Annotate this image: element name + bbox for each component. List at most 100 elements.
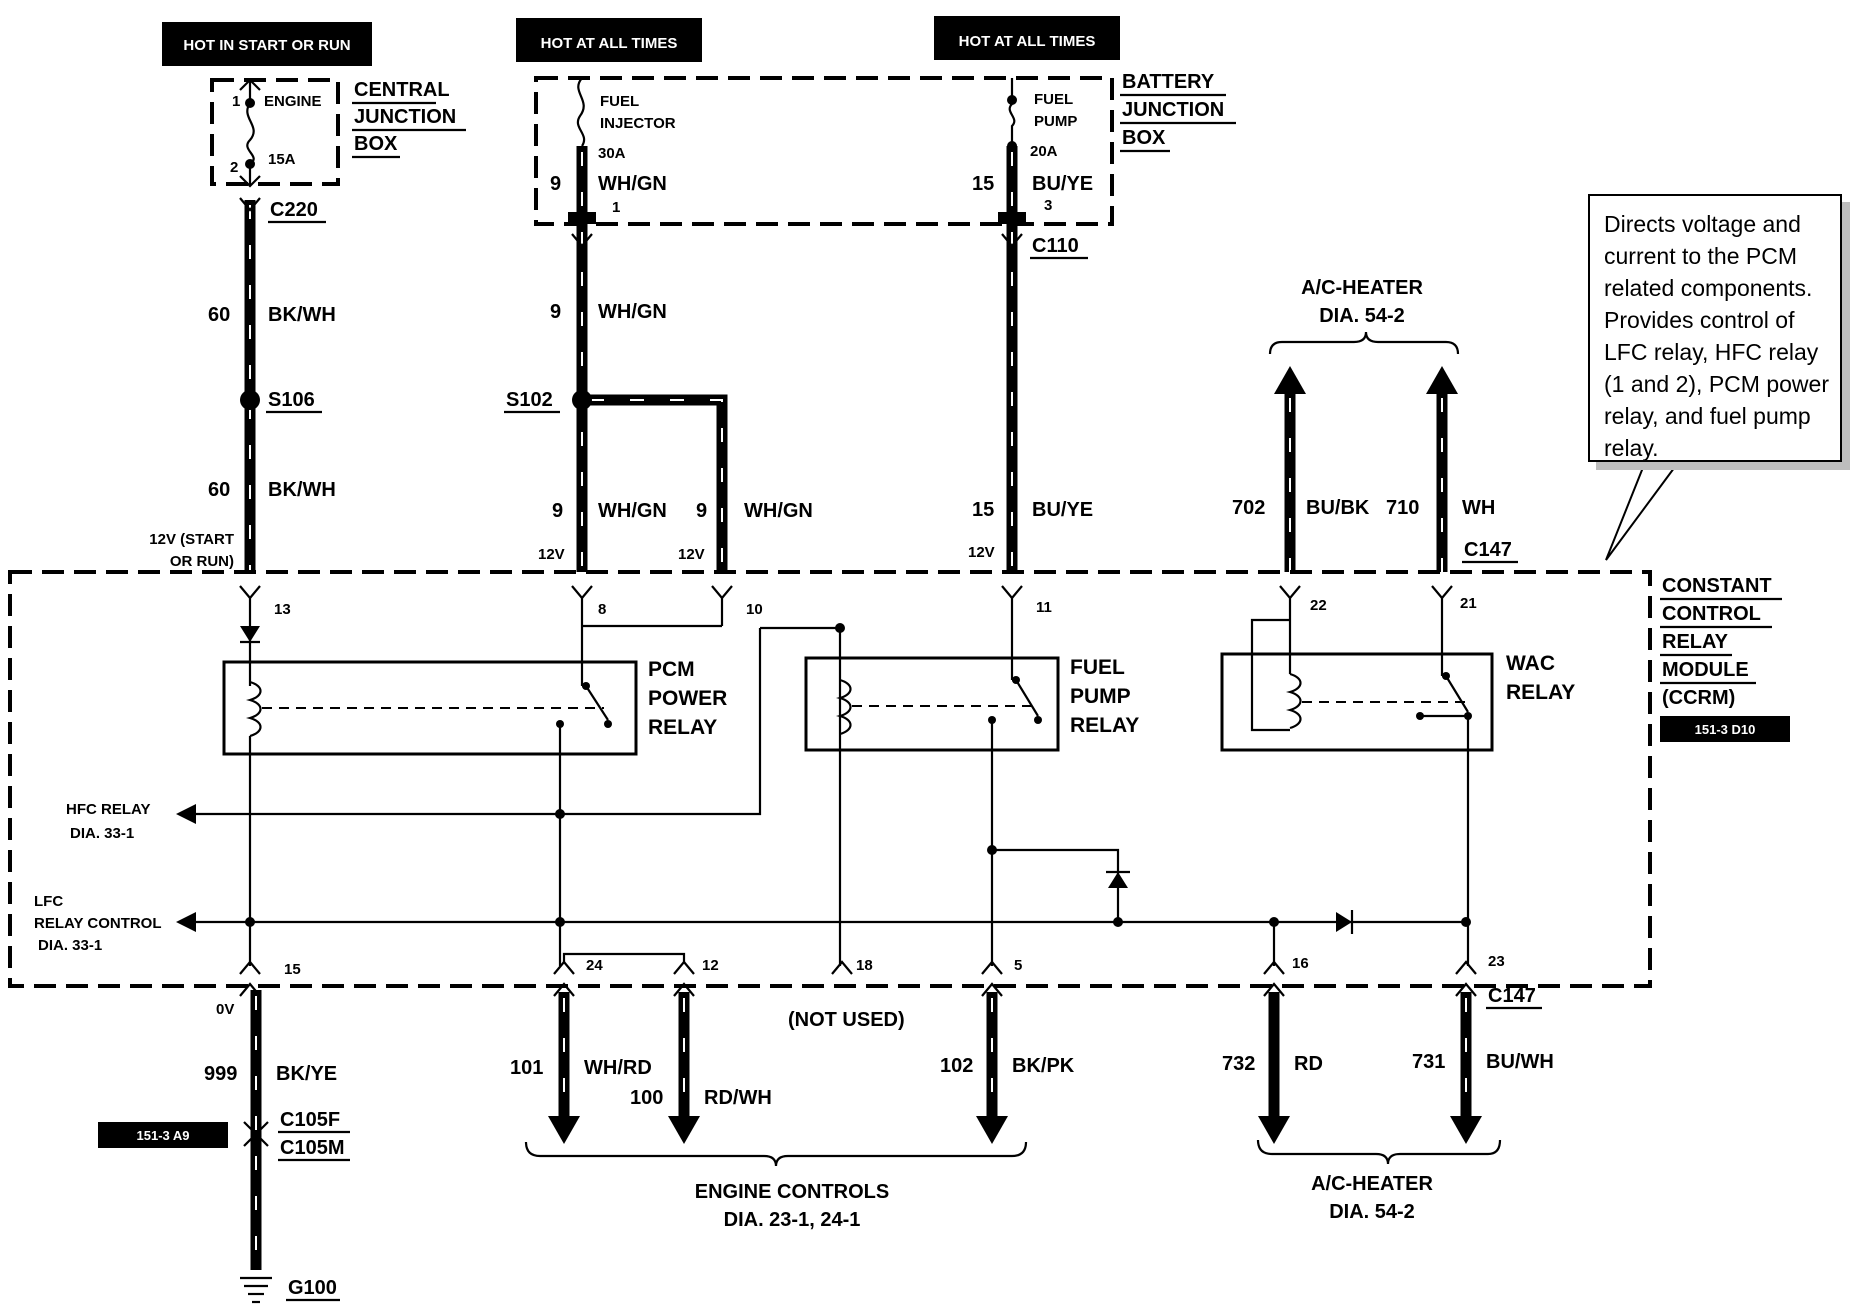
voltage-pin10: 12V	[678, 546, 705, 563]
pcm-relay-label-3: RELAY	[648, 716, 717, 739]
caption-hot-all-times-2	[934, 16, 1120, 60]
wire-9c-num: 9	[696, 500, 707, 522]
ccrm-internal-wiring	[176, 610, 1494, 966]
fuel-pump-relay-label-1: FUEL	[1070, 656, 1125, 679]
ccrm-ref-box	[1660, 716, 1790, 742]
connector-c105f: C105F	[280, 1109, 340, 1131]
wire-710-color: WH	[1462, 497, 1495, 519]
connector-c147-bottom: C147	[1488, 985, 1536, 1007]
wire-15-color: BU/YE	[1032, 499, 1093, 521]
bjb-fuse2-name-1: FUEL	[1034, 91, 1073, 108]
pcm-relay-coil-icon	[246, 680, 262, 738]
voltage-pin11: 12V	[968, 544, 995, 561]
callout-description: Directs voltage and current to the PCM r…	[1588, 194, 1842, 462]
cjb-pin-1: 1	[232, 93, 240, 110]
arrow-down-100-icon	[668, 1116, 700, 1144]
ac-heater-bottom-bracket	[1256, 1139, 1502, 1165]
not-used-label: (NOT USED)	[788, 1009, 905, 1031]
lfc-relay-label-1: LFC	[34, 893, 63, 910]
diode-vertical-icon	[1108, 872, 1128, 888]
ccrm-label-4: MODULE	[1662, 659, 1749, 681]
voltage-pin15: 0V	[216, 1001, 234, 1018]
caption-hot-all-times-1-text: HOT AT ALL TIMES	[541, 35, 678, 52]
pin-22: 22	[1310, 597, 1327, 614]
wire-15-fuse-color: BU/YE	[1032, 173, 1093, 195]
cjb-fuse-icon	[246, 80, 255, 186]
connector-c110: C110	[1032, 235, 1079, 257]
splice-s102-dot	[572, 390, 592, 410]
pin-21: 21	[1460, 595, 1477, 612]
arrow-down-731-icon	[1450, 1116, 1482, 1144]
pin-11: 11	[1036, 599, 1052, 616]
hfc-relay-dia: DIA. 33-1	[70, 825, 134, 842]
splice-s106-dot	[240, 390, 260, 410]
ccrm-label-5: (CCRM)	[1662, 687, 1735, 709]
cjb-fuse-name: ENGINE	[264, 93, 322, 110]
wac-relay-label-2: RELAY	[1506, 681, 1575, 704]
central-junction-box	[210, 78, 340, 186]
connector-c105-symbol	[243, 1121, 269, 1147]
wire-102-num: 102	[940, 1055, 973, 1077]
wire-101-num: 101	[510, 1057, 543, 1079]
voltage-start-run-2: OR RUN)	[170, 553, 234, 570]
ac-heater-top-dia: DIA. 54-2	[1319, 305, 1405, 327]
fuel-pump-relay-label-3: RELAY	[1070, 714, 1139, 737]
bjb-fuse2-name-2: PUMP	[1034, 113, 1077, 130]
bjb-terminal-3	[998, 212, 1026, 224]
caption-start-run-text: HOT IN START OR RUN	[183, 37, 350, 54]
pin-24: 24	[586, 957, 603, 974]
pin-8: 8	[598, 601, 606, 618]
wire-15-fuse-num: 15	[972, 173, 994, 195]
ground-icon	[240, 1276, 272, 1304]
bjb-fuse1-name-2: INJECTOR	[600, 115, 676, 132]
engine-controls-bracket	[524, 1141, 1028, 1167]
arrow-down-102-icon	[976, 1116, 1008, 1144]
bjb-terminal-1	[568, 212, 596, 224]
ccrm-label-3: RELAY	[1662, 631, 1729, 653]
wire-60b-num: 60	[208, 479, 230, 501]
splice-s102: S102	[506, 389, 553, 411]
cjb-arrow-icon	[239, 78, 261, 188]
wire-60a-num: 60	[208, 304, 230, 326]
ccrm-top-pins	[239, 585, 1453, 626]
ac-heater-bottom-label: A/C-HEATER	[1311, 1173, 1433, 1195]
wire-9-branch	[582, 394, 728, 572]
connector-c220: C220	[270, 199, 318, 221]
fuel-pump-relay-switch-icon	[1012, 678, 1039, 717]
ground-ref: 151-3 A9	[137, 1128, 190, 1143]
ac-heater-top-bracket	[1268, 331, 1460, 355]
wire-732	[1258, 992, 1290, 1144]
wire-999-num: 999	[204, 1063, 237, 1085]
wire-102-color: BK/PK	[1012, 1055, 1075, 1077]
callout-pointer	[1605, 459, 1681, 561]
cjb-label-1: CENTRAL	[354, 79, 450, 101]
wire-9-fuse-num: 9	[550, 173, 561, 195]
connector-g100: G100	[288, 1277, 337, 1299]
engine-controls-dia: DIA. 23-1, 24-1	[724, 1209, 861, 1231]
fuel-pump-relay-coil-icon	[836, 678, 852, 736]
ac-heater-top-label: A/C-HEATER	[1301, 277, 1423, 299]
engine-controls-label: ENGINE CONTROLS	[695, 1181, 889, 1203]
lfc-relay-dia: DIA. 33-1	[38, 937, 102, 954]
wire-9a-num: 9	[550, 301, 561, 323]
pin-23: 23	[1488, 953, 1505, 970]
pin-18: 18	[856, 957, 873, 974]
wire-9a-color: WH/GN	[598, 301, 667, 323]
bjb-pin-1: 1	[612, 199, 620, 216]
arrow-down-732-icon	[1258, 1116, 1290, 1144]
cjb-label-2: JUNCTION	[354, 106, 456, 128]
caption-hot-all-times-2-text: HOT AT ALL TIMES	[959, 33, 1096, 50]
wire-60b-color: BK/WH	[268, 479, 336, 501]
caption-start-run	[162, 22, 372, 66]
bjb-label-3: BOX	[1122, 127, 1166, 149]
pin-10: 10	[746, 601, 763, 618]
wire-15-num: 15	[972, 499, 994, 521]
lfc-relay-label-2: RELAY CONTROL	[34, 915, 162, 932]
wire-731	[1450, 992, 1482, 1144]
wire-9b-color: WH/GN	[598, 500, 667, 522]
pin-16: 16	[1292, 955, 1309, 972]
bjb-fuse2-rating: 20A	[1030, 143, 1058, 160]
wire-9b-num: 9	[552, 500, 563, 522]
arrow-down-101-icon	[548, 1116, 580, 1144]
cjb-fuse-rating: 15A	[268, 151, 296, 168]
